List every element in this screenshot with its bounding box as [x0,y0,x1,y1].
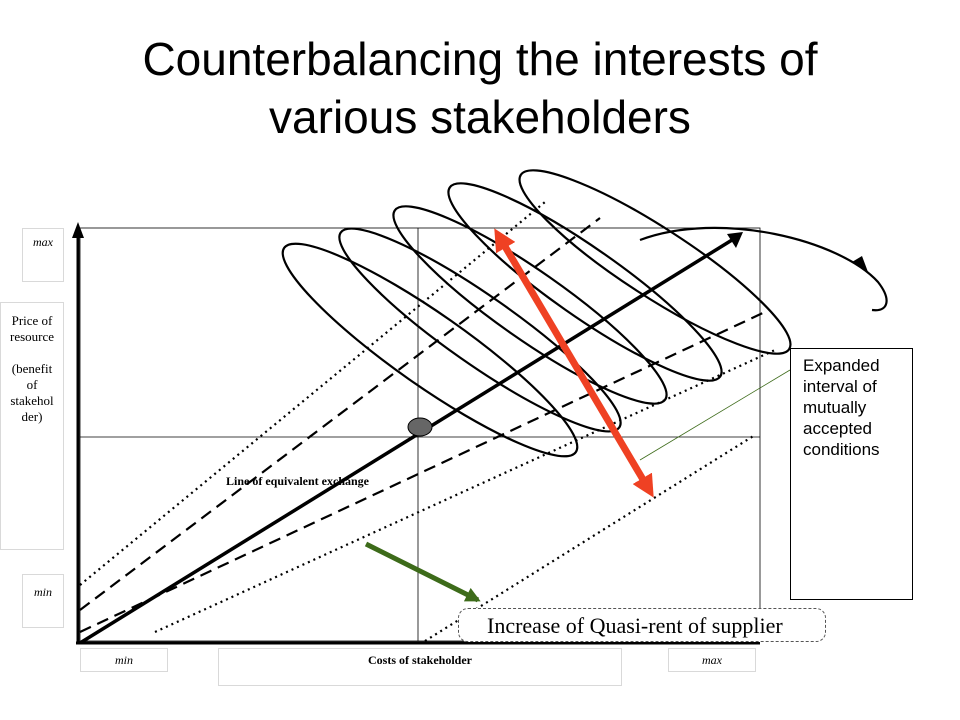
x-axis-min-label: min [80,648,168,672]
title-line-2: various stakeholders [269,91,691,143]
callout-line: conditions [803,440,880,459]
spiral-tail [639,226,888,312]
upper-dotted-line [79,201,546,586]
green-quasi-rent-arrow [364,541,481,603]
callout-connector [639,369,791,461]
expanded-interval-callout: Expanded interval of mutually accepted c… [790,348,913,600]
y-axis-min-label: min [22,574,64,628]
plot-frame [79,227,761,642]
callout-line: mutually [803,398,867,417]
equivalent-exchange-arrowhead [727,232,743,248]
lower-dashed-line [79,311,766,633]
spiral-loop-5 [518,169,792,355]
equivalent-exchange-line [79,238,733,645]
lower-dotted-line-2 [424,434,756,642]
x-axis-label: Costs of stakeholder [218,648,622,686]
equivalent-exchange-label: Line of equivalent exchange [226,474,369,488]
title-line-1: Counterbalancing the interests of [142,33,818,85]
spiral-loop-2 [338,227,622,433]
y-axis-label-line [1,345,63,361]
x-axis-max-label: max [668,648,756,672]
y-axis-label-line: stakehol [10,393,54,408]
y-axis-label: Price of resource (benefit of stakehol d… [0,302,64,550]
spiral-tail-arrowhead [852,256,868,272]
callout-line: Expanded [803,356,880,375]
page-title: Counterbalancing the interests of variou… [0,30,960,146]
callout-line: accepted [803,419,872,438]
callout-line: interval of [803,377,877,396]
y-axis-label-line: of [26,377,38,392]
y-axis-max-label: max [22,228,64,282]
equilibrium-point [407,417,433,437]
lower-dotted-line-1 [154,348,776,634]
y-axis-label-line: resource [9,329,55,344]
spiral-loop-3 [392,205,668,405]
y-axis-label-line: der) [21,409,43,424]
quasi-rent-label: Increase of Quasi-rent of supplier [458,608,826,642]
red-interval-arrow [494,228,654,498]
y-axis-label-line: Price of [11,313,53,328]
y-axis-arrowhead [72,222,84,238]
y-axis-label-line: (benefit [11,361,53,376]
